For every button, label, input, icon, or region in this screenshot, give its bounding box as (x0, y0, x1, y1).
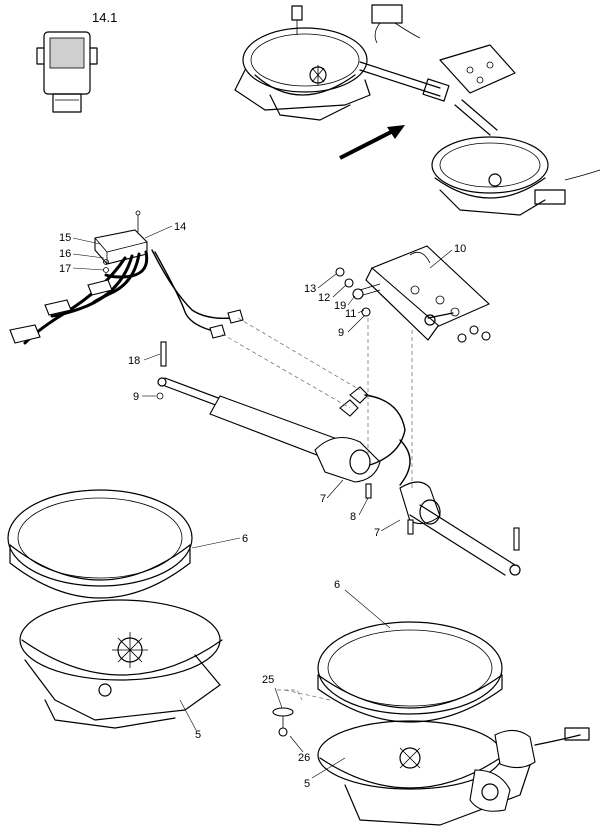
label-6-right: 6 (334, 579, 340, 591)
spreader-bowl-left (7, 489, 223, 729)
label-19: 19 (334, 300, 346, 312)
wiring-harness (9, 210, 244, 345)
control-plate-assembly (335, 245, 491, 343)
label-26: 26 (298, 752, 310, 764)
actuator-lower (399, 439, 521, 576)
section-number: 14.1 (92, 10, 117, 25)
label-5-left: 5 (195, 729, 201, 741)
label-6-left: 6 (242, 533, 248, 545)
overview-assembly (234, 4, 601, 216)
label-5-right: 5 (304, 778, 310, 790)
label-18: 18 (128, 355, 140, 367)
label-7-upper: 7 (320, 493, 326, 505)
actuator-upper (157, 377, 406, 483)
label-7-lower: 7 (374, 527, 380, 539)
label-17: 17 (59, 263, 71, 275)
part-labels: 14 15 16 17 10 13 12 19 11 9 18 9 7 8 7 … (59, 221, 466, 790)
leader-lines (72, 225, 453, 779)
label-10: 10 (454, 243, 466, 255)
section-icon: 14.1 (36, 10, 117, 113)
label-9-lower: 9 (133, 391, 139, 403)
label-16: 16 (59, 248, 71, 260)
pins (156, 341, 520, 551)
assembly-guide-lines (221, 317, 413, 701)
label-25: 25 (262, 674, 274, 686)
label-12: 12 (318, 292, 330, 304)
fastener-set (272, 689, 303, 737)
label-13: 13 (304, 283, 316, 295)
label-15: 15 (59, 232, 71, 244)
label-14: 14 (174, 221, 186, 233)
label-11: 11 (345, 308, 356, 320)
spreader-bowl-right (317, 621, 590, 826)
label-8: 8 (350, 511, 356, 523)
label-9-upper: 9 (338, 327, 344, 339)
